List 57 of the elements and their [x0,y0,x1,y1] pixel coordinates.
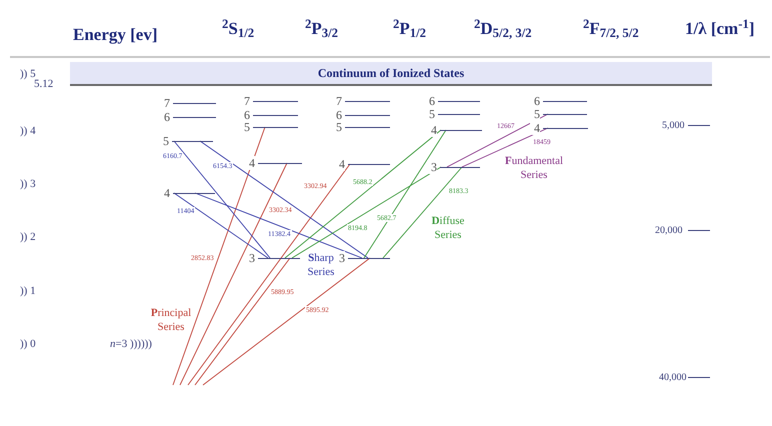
transition-line [364,130,446,258]
continuum-band: Continuum of Ionized States [70,62,712,86]
energy-level: 5 [530,107,587,121]
transition-line [462,128,548,168]
energy-tick-label: )) 5 [20,67,36,80]
energy-value: 5.12 [34,78,54,92]
transition-line [202,258,370,386]
column-header: $^{2}$D$_{5/2, 3/2}$ [474,16,532,42]
wavenumber-tick-label: 5,000 [662,119,684,133]
energy-level: 5 [332,120,390,134]
energy-level: 4 [335,157,390,171]
energy-level: 4 [245,156,302,170]
transition-line [194,192,362,258]
column-header: $^{2}$F$_{7/2, 5/2}$ [583,16,639,42]
energy-level: 4 [160,186,215,200]
transition-line [284,130,442,258]
transition-line [180,162,288,386]
energy-level: 3 [427,160,480,174]
energy-tick-label: )) 1 [20,284,36,299]
axis-title: Energy [ev] [73,24,158,46]
ground-state-label: n=3 )))))) [110,337,152,352]
axis-title: 1/λ [cm$^{-1}$] [685,16,754,40]
energy-level: 7 [332,94,390,108]
column-header: $^{2}$S$_{1/2}$ [222,16,254,42]
transition-line [172,126,266,386]
transition-line [174,192,268,258]
energy-level: 6 [160,110,216,124]
energy-tick-label: )) 3 [20,177,36,192]
column-header: $^{2}$P$_{1/2}$ [393,16,426,42]
energy-level: 6 [530,94,587,108]
energy-level: 7 [160,96,216,110]
energy-level: 3 [335,251,390,265]
energy-level: 4 [530,121,588,135]
column-header: $^{2}$P$_{3/2}$ [305,16,338,42]
energy-level: 4 [427,123,482,137]
transition-line [188,164,350,386]
transition-line [194,258,290,386]
energy-level: 5 [159,134,213,148]
wavenumber-tick-label: 20,000 [655,224,682,238]
energy-tick-label: )) 2 [20,230,36,245]
series-label: Fundamental Series [504,154,564,182]
series-label: Sharp Series [306,251,336,279]
energy-tick-label: )) 4 [20,124,36,139]
energy-level: 6 [425,94,480,108]
series-label: Diffuse Series [430,214,466,242]
series-label: Principal Series [150,306,192,334]
transition-line [174,140,270,258]
energy-tick-label: )) 0 [20,337,36,352]
energy-level: 7 [240,94,298,108]
wavenumber-tick-label: 40,000 [659,371,686,385]
transition-line [446,114,548,168]
transition-line [200,140,368,258]
energy-level: 3 [245,251,300,265]
transition-line [382,166,462,258]
energy-level: 5 [425,107,480,121]
energy-level: 5 [240,120,298,134]
transition-line [292,166,442,258]
